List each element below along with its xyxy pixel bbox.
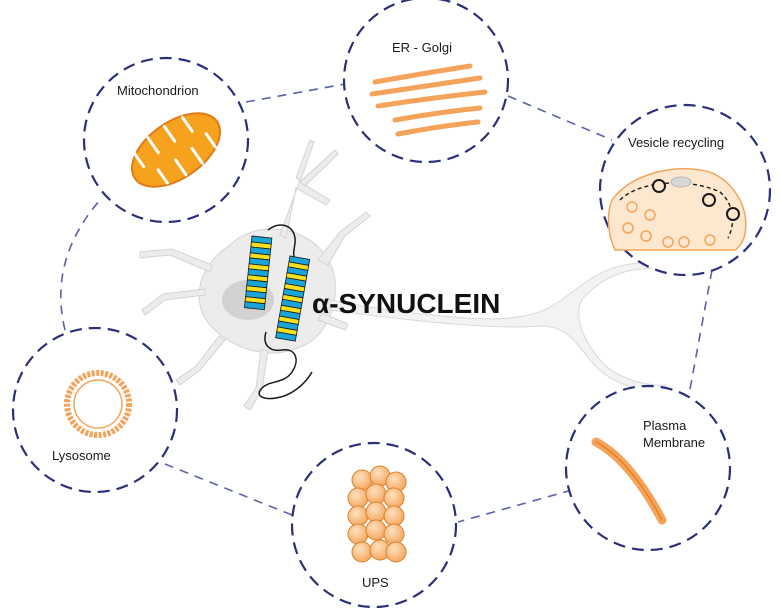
label-lysosome: Lysosome [52, 448, 111, 463]
alpha-synuclein-protein [244, 224, 313, 400]
axon [329, 261, 666, 392]
dendrite-lower-left [175, 335, 226, 386]
dendrite-top-2 [299, 149, 339, 187]
label-vesicle-recycling: Vesicle recycling [628, 135, 724, 150]
protein-chain [258, 224, 313, 400]
connector-vesicle-plasma [687, 269, 713, 401]
label-ups: UPS [362, 575, 389, 590]
circle-lysosome [11, 326, 179, 494]
proteasome-icon [347, 465, 407, 563]
mitochondrion-icon [131, 112, 221, 188]
golgi-icon [369, 63, 488, 137]
label-plasma-line1: Plasma [643, 418, 687, 433]
dendrite-top [279, 139, 331, 239]
dendrite-upper-right [317, 211, 371, 266]
ups-node: UPS [347, 465, 407, 590]
plasma-membrane-node: Plasma Membrane [591, 418, 705, 525]
dendrite-right [317, 312, 349, 331]
circle-plasma [564, 384, 732, 552]
dendrite-left [139, 248, 213, 273]
label-plasma-line2: Membrane [643, 435, 705, 450]
lysosome-node: Lysosome [52, 370, 132, 463]
vesicle-node: Vesicle recycling [607, 135, 747, 251]
label-mitochondrion: Mitochondrion [117, 83, 199, 98]
mitochondrion-node: Mitochondrion [117, 83, 221, 188]
synapse-icon [607, 168, 747, 251]
circle-er-golgi [342, 0, 510, 164]
connector-plasma-ups [457, 489, 573, 523]
connector-ups-lysosome [149, 457, 293, 516]
helix-2 [275, 255, 311, 342]
lysosome-icon [64, 370, 132, 438]
helix-1 [244, 235, 273, 311]
connectors [60, 83, 713, 523]
er-golgi-node: ER - Golgi [369, 40, 488, 137]
dendrite-bottom [243, 349, 269, 411]
dendrite-left-2 [141, 288, 206, 316]
connector-mito-er [245, 83, 346, 103]
center-title: α-SYNUCLEIN [312, 288, 500, 319]
label-er-golgi: ER - Golgi [392, 40, 452, 55]
connector-er-vesicle [507, 95, 613, 141]
membrane-icon [591, 437, 667, 525]
connector-lysosome-mito [60, 199, 101, 331]
